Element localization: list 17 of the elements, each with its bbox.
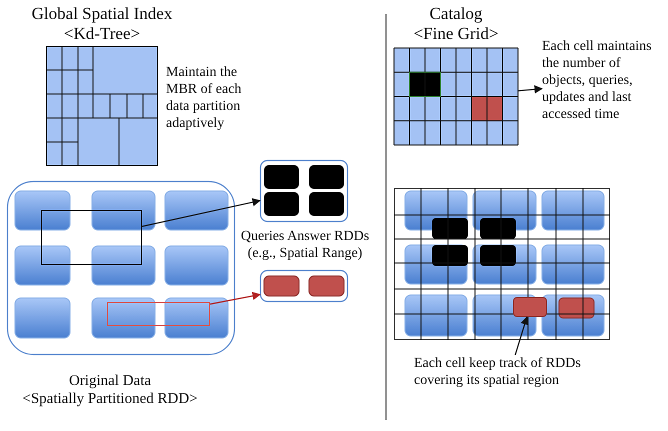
arrow <box>518 85 543 94</box>
section-subtitle: <Fine Grid> <box>414 24 498 44</box>
section-title: Catalog <box>430 4 482 24</box>
section-title: Original Data <box>68 372 152 390</box>
section-subtitle: <Spatially Partitioned RDD> <box>22 390 198 408</box>
rdd-block <box>513 297 547 317</box>
annotation-text: Each cell maintains the number of objects, queries, updates and last accessed time <box>542 38 666 128</box>
query-range-box <box>41 210 142 265</box>
description-text: Maintain the MBR of each data partition adaptively <box>166 64 242 132</box>
query-range-box <box>107 302 210 326</box>
arrow <box>514 316 529 356</box>
annotation-text: Each cell keep track of RDDs covering its spatial region <box>414 355 604 395</box>
arrow <box>142 198 261 227</box>
section-title: Global Spatial Index <box>32 4 172 24</box>
arrow <box>210 292 261 305</box>
section-subtitle: <Kd-Tree> <box>64 24 140 44</box>
caption-text: Queries Answer RDDs (e.g., Spatial Range) <box>240 228 370 262</box>
